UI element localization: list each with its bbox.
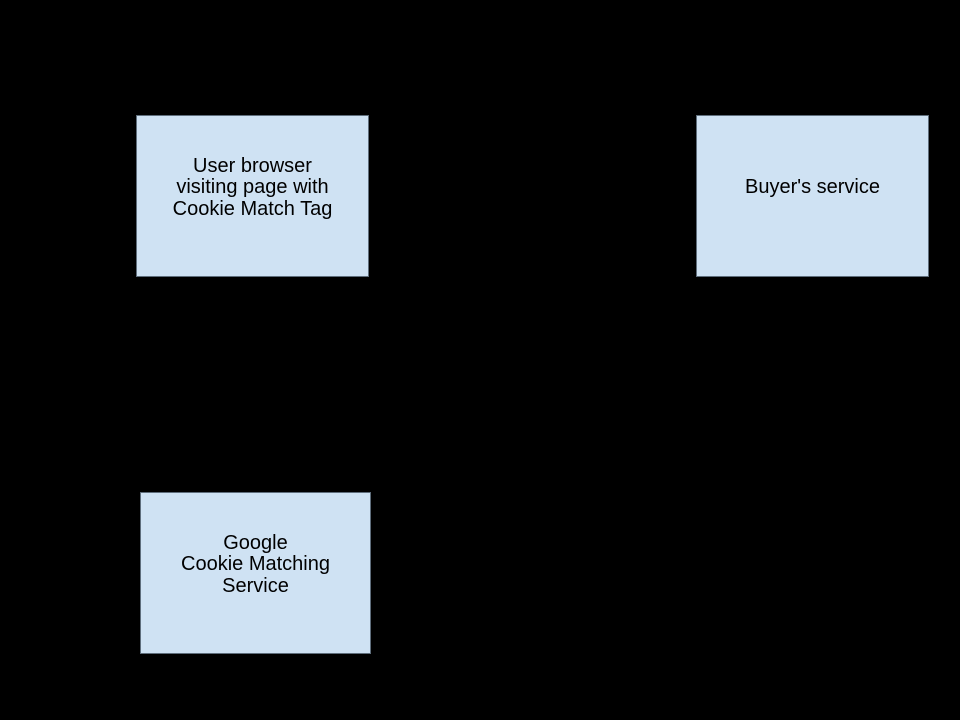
node-google-cookie-matching-service-label: Google Cookie Matching Service (181, 531, 330, 597)
node-user-browser: User browser visiting page with Cookie M… (136, 115, 369, 277)
node-buyer-service: Buyer's service (696, 115, 929, 277)
node-google-cookie-matching-service: Google Cookie Matching Service (140, 492, 371, 654)
node-user-browser-label: User browser visiting page with Cookie M… (172, 154, 333, 220)
node-buyer-service-label: Buyer's service (745, 176, 880, 199)
